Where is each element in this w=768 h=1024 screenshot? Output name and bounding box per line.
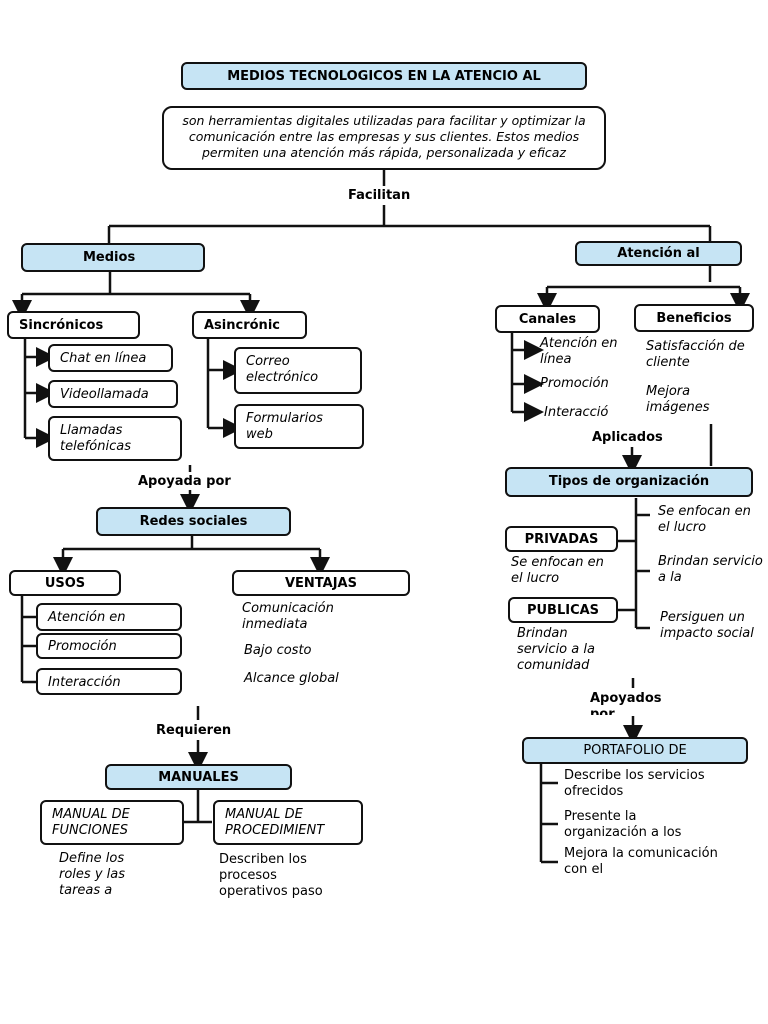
canal-promocion: Promoción — [540, 376, 609, 391]
formularios-label: Formularios web — [246, 411, 323, 442]
tipos-label: Tipos de organización — [548, 474, 710, 489]
uso-atencion-label: Atención en — [48, 610, 126, 625]
ventaja-comunicacion: Comunicación inmediata — [242, 601, 334, 632]
uso-interaccion-label: Interacción — [48, 675, 121, 690]
tipos-note-servicio: Brindan servicio a la — [658, 554, 763, 585]
canal-interaccion: Interacció — [544, 405, 609, 420]
manual-procedimiento-desc: Describen los procesos operativos paso — [219, 852, 323, 899]
uso-atencion-box: Atención en — [36, 603, 182, 631]
manual-procedimiento-box: MANUAL DE PROCEDIMIENT — [213, 800, 363, 845]
sincronicos-label: Sincrónicos — [19, 318, 104, 333]
manuales-label: MANUALES — [158, 770, 239, 785]
videollamada-box: Videollamada — [48, 380, 178, 408]
portafolio-item-servicios: Describe los servicios ofrecidos — [564, 768, 705, 799]
canales-label: Canales — [518, 312, 577, 327]
videollamada-label: Videollamada — [60, 387, 149, 402]
atencion-box: Atención al — [575, 241, 742, 266]
beneficio-mejora: Mejora imágenes — [646, 384, 710, 415]
formularios-box: Formularios web — [234, 404, 364, 449]
beneficios-label: Beneficios — [656, 311, 732, 326]
uso-promocion-label: Promoción — [48, 639, 117, 654]
title-box: MEDIOS TECNOLOGICOS EN LA ATENCIO AL — [181, 62, 587, 90]
privadas-label: PRIVADAS — [524, 532, 599, 547]
uso-interaccion-box: Interacción — [36, 668, 182, 695]
ventajas-label: VENTAJAS — [284, 576, 357, 591]
manual-funciones-box: MANUAL DE FUNCIONES — [40, 800, 184, 845]
manual-funciones-desc: Define los roles y las tareas a — [59, 851, 125, 898]
chat-label: Chat en línea — [60, 351, 147, 366]
privadas-box: PRIVADAS — [505, 526, 618, 552]
manual-funciones-label: MANUAL DE FUNCIONES — [52, 807, 130, 838]
redes-label: Redes sociales — [139, 514, 248, 529]
correo-label: Correo electrónico — [246, 354, 319, 385]
portafolio-item-comunicacion: Mejora la comunicación con el — [564, 846, 718, 877]
portafolio-box: PORTAFOLIO DE — [522, 737, 748, 764]
connector-apoyados: Apoyados por — [590, 691, 662, 715]
usos-label: USOS — [44, 576, 86, 591]
sincronicos-box: Sincrónicos — [7, 311, 140, 339]
definition-text: son herramientas digitales utilizadas pa… — [182, 113, 586, 160]
correo-box: Correo electrónico — [234, 347, 362, 394]
llamadas-label: Llamadas telefónicas — [60, 423, 131, 454]
asincronicos-label: Asincrónic — [204, 318, 280, 333]
definition-box: son herramientas digitales utilizadas pa… — [162, 106, 606, 170]
ventaja-costo: Bajo costo — [244, 643, 312, 658]
manuales-box: MANUALES — [105, 764, 292, 790]
portafolio-label: PORTAFOLIO DE — [583, 743, 687, 758]
asincronicos-box: Asincrónic — [192, 311, 307, 339]
atencion-label: Atención al — [617, 246, 700, 261]
publicas-box: PUBLICAS — [508, 597, 618, 623]
usos-box: USOS — [9, 570, 121, 596]
redes-box: Redes sociales — [96, 507, 291, 536]
connector-apoyada: Apoyada por — [138, 474, 231, 489]
publicas-label: PUBLICAS — [526, 603, 600, 618]
privadas-desc: Se enfocan en el lucro — [511, 555, 604, 586]
connector-aplicados: Aplicados — [592, 430, 663, 445]
tipos-note-lucro: Se enfocan en el lucro — [658, 504, 751, 535]
beneficio-satisfaccion: Satisfacción de cliente — [646, 339, 745, 370]
beneficios-box: Beneficios — [634, 304, 754, 332]
chat-box: Chat en línea — [48, 344, 173, 372]
medios-box: Medios — [21, 243, 205, 272]
connector-requieren: Requieren — [156, 723, 232, 738]
medios-label: Medios — [83, 250, 136, 265]
tipos-note-impacto: Persiguen un impacto social — [660, 610, 754, 641]
portafolio-item-organizacion: Presente la organización a los — [564, 809, 682, 840]
ventajas-box: VENTAJAS — [232, 570, 410, 596]
ventaja-alcance: Alcance global — [244, 671, 339, 686]
connector-facilitan: Facilitan — [348, 188, 411, 203]
canales-box: Canales — [495, 305, 600, 333]
uso-promocion-box: Promoción — [36, 633, 182, 659]
tipos-box: Tipos de organización — [505, 467, 753, 497]
llamadas-box: Llamadas telefónicas — [48, 416, 182, 461]
manual-procedimiento-label: MANUAL DE PROCEDIMIENT — [225, 807, 325, 838]
page-title: MEDIOS TECNOLOGICOS EN LA ATENCIO AL — [227, 69, 541, 84]
canal-atencion: Atención en línea — [540, 336, 618, 367]
publicas-desc: Brindan servicio a la comunidad — [517, 626, 595, 673]
